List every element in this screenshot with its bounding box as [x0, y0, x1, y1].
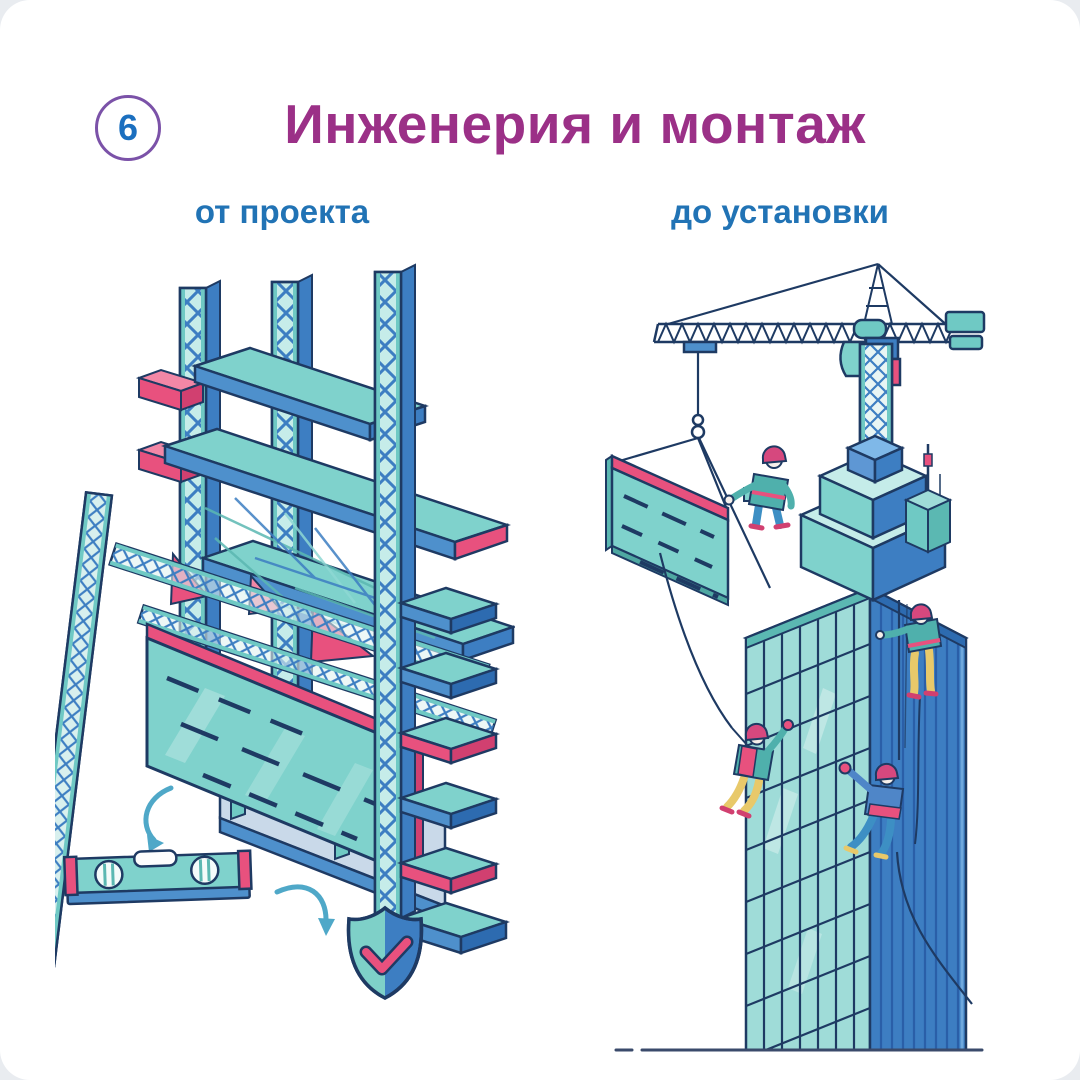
- curve-arrow-icon: [274, 884, 335, 936]
- down-arrow-icon: [143, 785, 174, 852]
- design-structure-illustration: [55, 263, 515, 1000]
- spirit-level-icon: [62, 849, 253, 906]
- shelf-stack: [396, 586, 511, 955]
- pink-block-top: [135, 368, 207, 412]
- crane-trolley-hook: [615, 340, 730, 513]
- worker-top-edge: [875, 603, 943, 700]
- left-illustration: [55, 258, 515, 1048]
- glass-grid: [746, 595, 870, 1050]
- lifted-panel: [605, 454, 730, 607]
- rappelling-worker-left: [719, 719, 794, 819]
- step-badge: 6: [95, 95, 161, 161]
- lattice-tower-3: [373, 263, 416, 935]
- installation-illustration: [605, 262, 986, 1052]
- shield-check-icon: [346, 905, 424, 1000]
- page-title: Инженерия и монтаж: [284, 93, 866, 155]
- rooftop-worker: [723, 445, 795, 531]
- right-illustration: [598, 248, 1028, 1063]
- rappelling-worker-right: [838, 761, 905, 860]
- diagonal-truss: [55, 491, 114, 968]
- ropes: [658, 437, 973, 1005]
- caption-right: до установки: [671, 193, 889, 230]
- mast-base: [844, 434, 906, 484]
- crane-counterweight: [944, 310, 986, 351]
- tower-crane: [615, 262, 986, 513]
- caption-left: от проекта: [194, 193, 370, 230]
- step-number: 6: [117, 107, 139, 148]
- antenna: [903, 444, 953, 554]
